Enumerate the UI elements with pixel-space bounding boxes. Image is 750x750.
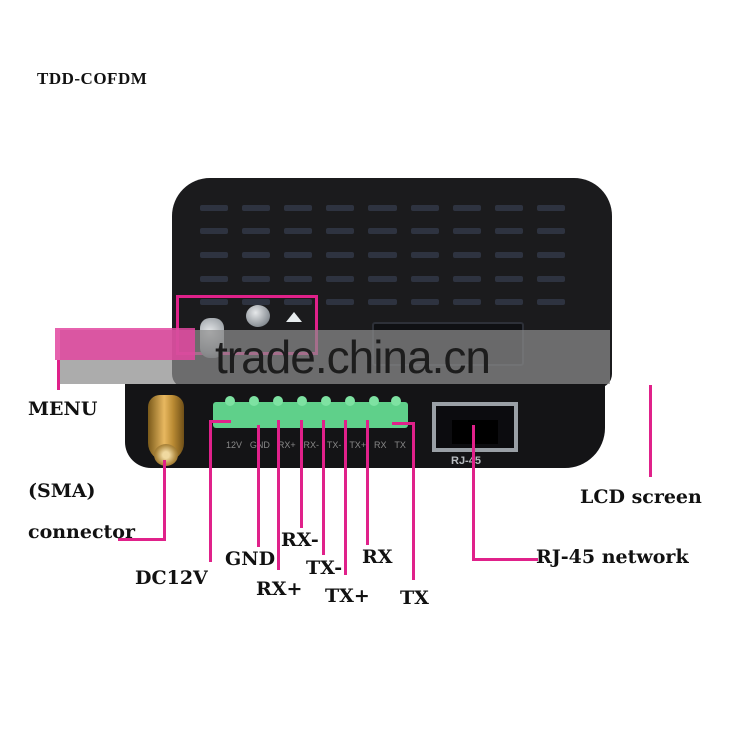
sma-label-line1: (SMA) [28,480,96,502]
tx-plus-callout-line [344,420,347,575]
menu-callout-line [57,360,60,390]
pin-label: 12V [226,440,243,450]
pin-label: TX+ [349,440,367,450]
rx-plus-callout-line [277,420,280,570]
menu-label: MENU [28,398,98,420]
gnd-label: GND [225,548,276,570]
rx-label: RX [362,546,393,568]
rx-plus-label: RX+ [256,578,303,600]
sma-callout-line-h [118,538,166,541]
lcd-callout-line [649,385,652,477]
rx-minus-callout-line [300,420,303,528]
tx-plus-label: TX+ [325,585,370,607]
rj45-network-label: RJ-45 network [536,546,689,568]
rj45-socket [452,420,498,444]
dc12v-callout-line-h [209,420,231,423]
rx-callout-line [366,420,369,545]
rx-minus-label: RX- [281,529,319,551]
product-title: TDD-COFDM [37,69,148,88]
up-arrow-icon[interactable] [286,312,302,322]
pin-label: RX+ [277,440,296,450]
tx-callout-line-h [392,422,414,425]
lcd-screen-label: LCD screen [580,486,702,508]
rj45-callout-line [472,425,475,560]
ventilation-grille [200,200,565,310]
dc12v-callout-line [209,420,212,562]
rj45-port-label: RJ-45 [451,455,481,467]
tx-label: TX [400,587,429,609]
terminal-block [213,396,408,428]
tx-minus-callout-line [322,420,325,555]
sma-label-line2: connector [28,521,135,543]
gnd-callout-line [257,425,260,547]
tx-callout-line [412,422,415,580]
terminal-pin-labels: 12V GND RX+ RX- TX- TX+ RX TX [226,440,406,460]
pin-label: TX- [326,440,342,450]
dc12v-label: DC12V [135,567,208,589]
pin-label: TX [394,440,406,450]
sma-callout-line [163,460,166,540]
menu-callout-highlight [55,328,195,360]
tx-minus-label: TX- [306,557,343,579]
sma-connector-tip [154,444,178,466]
pin-label: RX [373,440,387,450]
watermark-text: trade.china.cn [215,331,491,383]
pin-label: RX- [303,440,320,450]
rj45-callout-line-h [472,558,538,561]
select-button[interactable] [246,305,270,327]
